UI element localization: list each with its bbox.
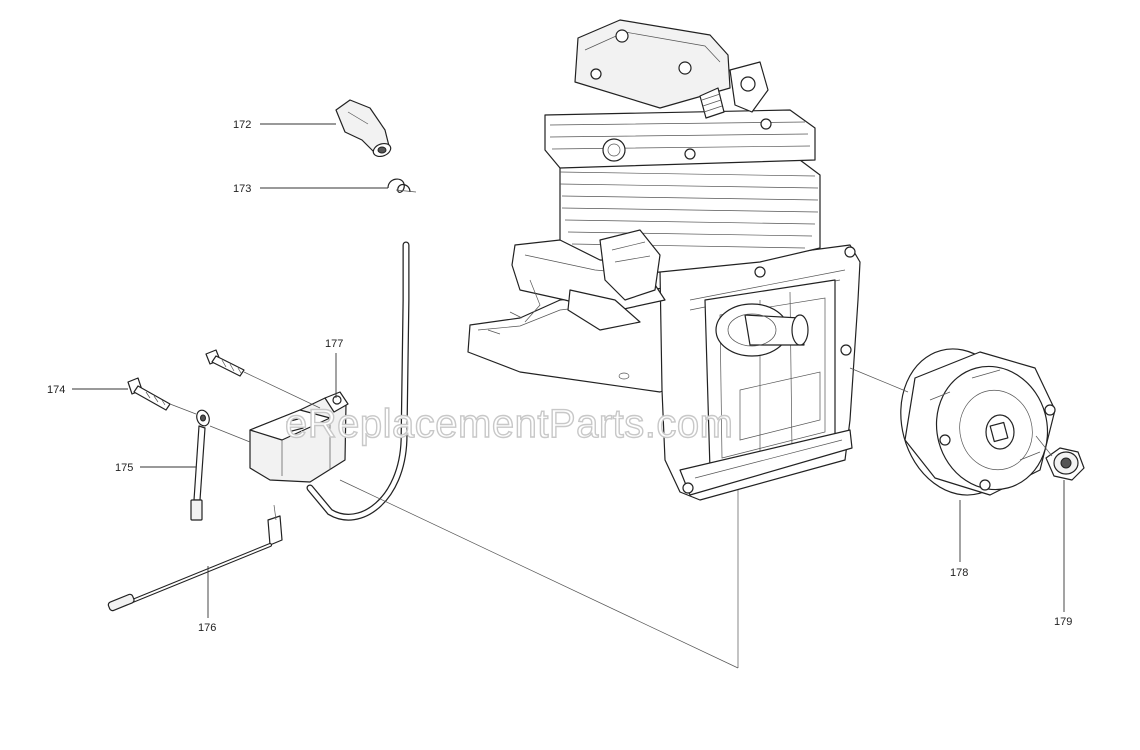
spring-clip xyxy=(387,178,417,193)
ignition-module xyxy=(249,391,349,483)
spark-plug-boot xyxy=(335,99,392,158)
engine-crankcase xyxy=(467,19,861,501)
part-label-172: 172 xyxy=(233,119,251,131)
watermark: eReplacementParts.com xyxy=(285,402,733,446)
part-label-179: 179 xyxy=(1054,616,1072,628)
part-label-177: 177 xyxy=(325,338,343,350)
part-label-176: 176 xyxy=(198,622,216,634)
part-label-178: 178 xyxy=(950,567,968,579)
part-label-174: 174 xyxy=(47,384,65,396)
flywheel-nut xyxy=(1045,447,1085,481)
part-label-173: 173 xyxy=(233,183,251,195)
flywheel xyxy=(900,348,1056,496)
module-screw-upper xyxy=(205,349,245,377)
stop-switch-wire xyxy=(107,515,283,612)
part-label-175: 175 xyxy=(115,462,133,474)
ground-lead xyxy=(190,409,210,521)
screw xyxy=(127,377,171,411)
ignition-wire xyxy=(306,241,410,521)
leader-lines xyxy=(72,123,1065,669)
